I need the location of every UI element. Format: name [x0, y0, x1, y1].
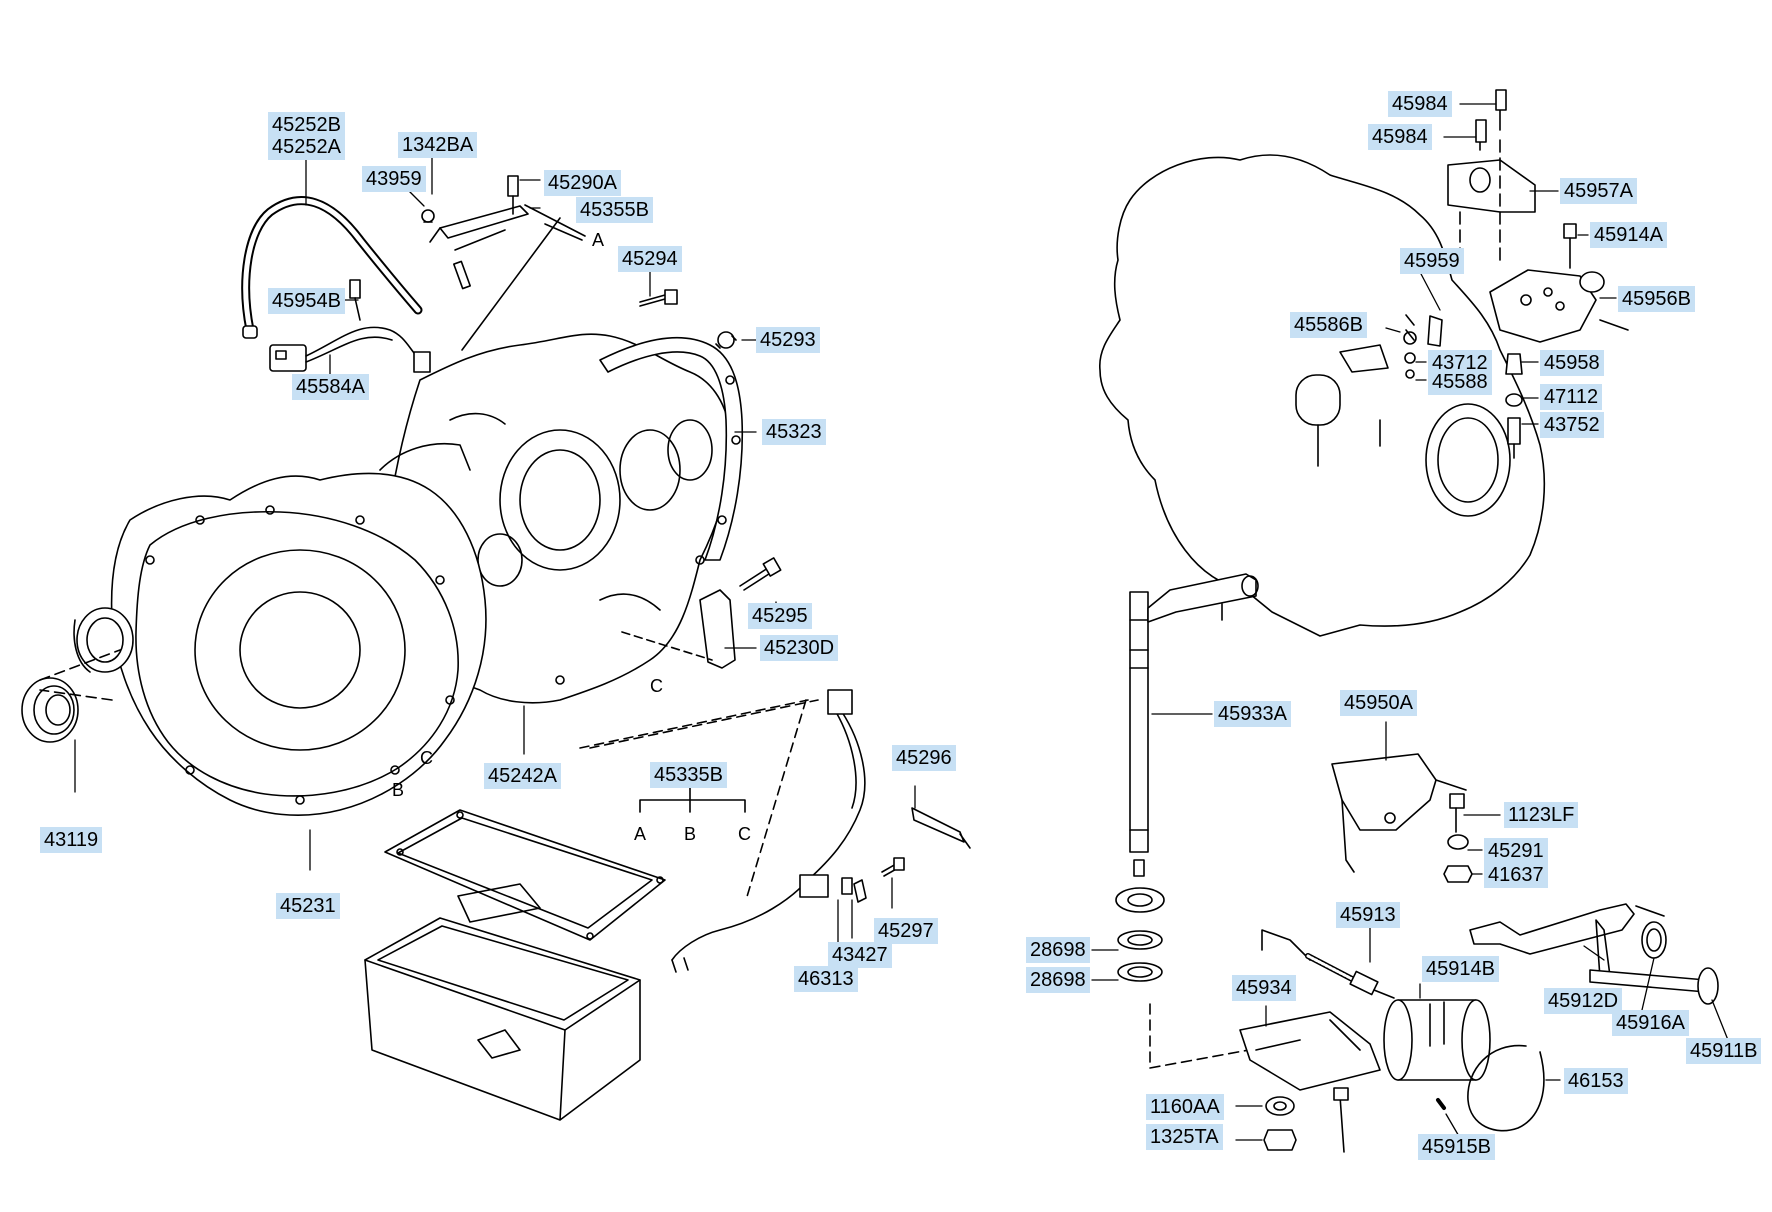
ref-letter-c-right: C	[650, 676, 663, 696]
seal-and-washers-28698	[1115, 887, 1261, 1069]
label-45914A: 45914A	[1590, 222, 1667, 248]
label-45958: 45958	[1540, 350, 1604, 376]
label-45957A: 45957A	[1560, 178, 1637, 204]
label-1342BA: 1342BA	[398, 132, 478, 158]
spring-45916A	[1635, 905, 1667, 959]
label-45913: 45913	[1336, 902, 1400, 928]
label-43119: 43119	[40, 827, 103, 853]
label-1325TA: 1325TA	[1146, 1124, 1223, 1150]
label-45252: 45252B 45252A	[268, 112, 345, 160]
detent-spring-45913	[1261, 929, 1395, 999]
label-45335B: 45335B	[650, 762, 727, 788]
label-45915B: 45915B	[1418, 1134, 1495, 1160]
label-45914B: 45914B	[1422, 956, 1499, 982]
ref-letter-c-bracket: C	[738, 824, 751, 844]
lever-bracket-45586B	[1339, 314, 1443, 379]
label-43427: 43427	[828, 942, 892, 968]
detent-plate-45934	[1239, 1011, 1381, 1153]
small-parts-43427-45297-45296	[853, 807, 971, 903]
label-43752: 43752	[1540, 412, 1604, 438]
oil-pan	[364, 883, 641, 1121]
oil-pan-gasket	[384, 809, 666, 941]
leader-lines-right-top	[1385, 103, 1617, 425]
cable-clip-parts	[421, 175, 586, 351]
ref-letter-c-left: C	[420, 748, 433, 768]
label-45297: 45297	[874, 918, 938, 944]
label-1160AA: 1160AA	[1146, 1094, 1224, 1120]
manual-shaft-45933A	[1129, 573, 1259, 877]
label-45584A: 45584A	[292, 374, 369, 400]
label-45911B: 45911B	[1686, 1038, 1762, 1064]
label-41637: 41637	[1484, 862, 1548, 888]
transaxle-silhouette	[1099, 154, 1546, 637]
bolt-stack-1123LF	[1443, 793, 1473, 883]
breather-hose	[241, 196, 423, 339]
nut-stack-1160AA-1325TA	[1263, 1096, 1297, 1151]
label-45984-lower: 45984	[1368, 124, 1432, 150]
sensor-46313	[671, 689, 866, 973]
label-45252B: 45252B	[272, 114, 341, 136]
bracket-45335B	[639, 781, 746, 813]
speed-sensor-harness	[269, 279, 431, 373]
label-45230D: 45230D	[760, 635, 839, 661]
label-45323: 45323	[762, 419, 826, 445]
ref-dash-seal	[39, 649, 121, 701]
pin-45911B	[1589, 967, 1719, 1005]
label-46153: 46153	[1564, 1068, 1628, 1094]
label-45231: 45231	[276, 893, 340, 919]
pin-45915B	[1436, 1098, 1446, 1110]
label-1123LF: 1123LF	[1504, 802, 1579, 828]
ref-letter-b-pan: B	[392, 780, 405, 800]
label-45956B: 45956B	[1618, 286, 1695, 312]
label-45934: 45934	[1232, 975, 1296, 1001]
label-45912D: 45912D	[1544, 988, 1623, 1014]
label-45959: 45959	[1400, 248, 1464, 274]
label-45984-upper: 45984	[1388, 91, 1452, 117]
label-45293: 45293	[756, 327, 820, 353]
bolts-45294-45293	[639, 289, 737, 349]
label-46313: 46313	[794, 966, 858, 992]
ref-letter-b-bracket: B	[684, 824, 697, 844]
label-45242A: 45242A	[484, 763, 561, 789]
label-45294: 45294	[618, 246, 682, 272]
sleeve-45914B	[1383, 999, 1491, 1081]
label-45291: 45291	[1484, 838, 1548, 864]
inhibitor-switch-45956B	[1489, 269, 1629, 343]
label-45950A: 45950A	[1340, 690, 1417, 716]
ref-letter-a-bracket: A	[634, 824, 647, 844]
label-43959: 43959	[362, 166, 426, 192]
clutch-housing	[73, 442, 487, 816]
case-cover-45323	[599, 337, 744, 561]
bolt-45914A	[1563, 223, 1577, 269]
label-45954B: 45954B	[268, 288, 345, 314]
ref-dash-pan	[579, 699, 819, 901]
label-28698-lower: 28698	[1026, 967, 1090, 993]
label-45295: 45295	[748, 603, 812, 629]
label-45916A: 45916A	[1612, 1010, 1689, 1036]
bracket-45950A	[1331, 753, 1467, 873]
label-28698-upper: 28698	[1026, 937, 1090, 963]
label-45290A: 45290A	[544, 170, 621, 196]
label-45355B: 45355B	[576, 197, 653, 223]
oil-seal-43119	[21, 677, 79, 743]
cover-45957A	[1447, 89, 1536, 261]
ref-letter-a-top: A	[592, 230, 605, 250]
snap-ring-46153	[1467, 1044, 1545, 1132]
label-45588: 45588	[1428, 369, 1492, 395]
label-45933A: 45933A	[1214, 701, 1291, 727]
bolt-stack-45958-47112-43752	[1505, 353, 1523, 459]
label-47112: 47112	[1540, 384, 1603, 410]
label-45586B: 45586B	[1290, 312, 1367, 338]
label-45252A: 45252A	[272, 136, 341, 158]
leader-lines-left	[74, 149, 916, 961]
label-45296: 45296	[892, 745, 956, 771]
